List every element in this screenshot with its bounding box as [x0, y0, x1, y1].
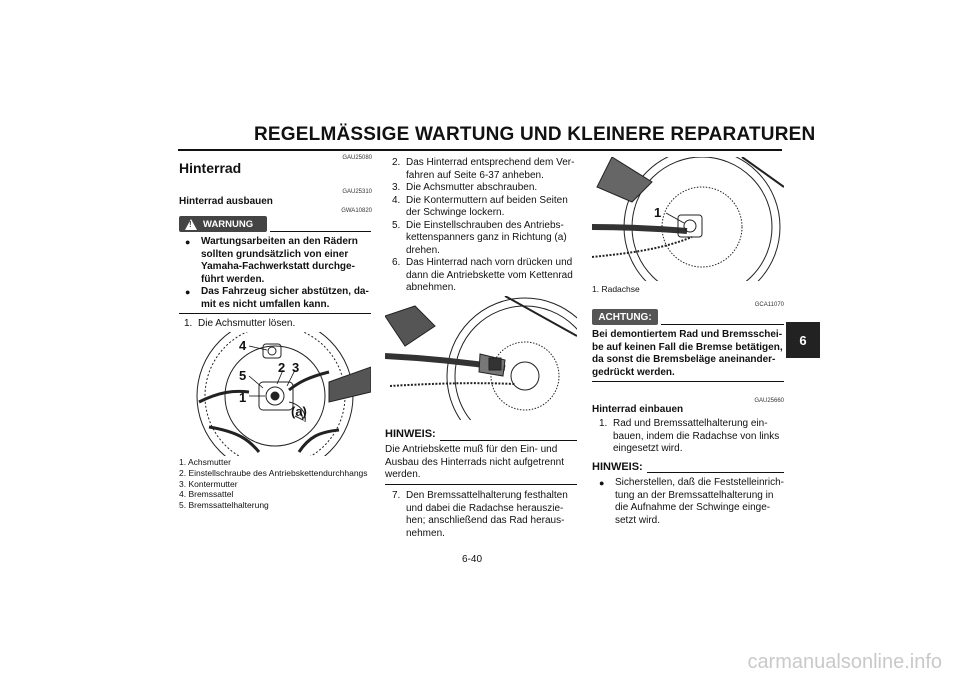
figure-axle-nut-drawing: 4 5 2 3 1 (a) [196, 332, 371, 456]
callout-1-axle: 1 [654, 205, 661, 220]
achtung-text: Bei demontiertem Rad und Bremsschei-be a… [592, 329, 783, 378]
figure-axle-nut: 4 5 2 3 1 (a) [179, 332, 371, 456]
achtung-rule-bottom [592, 381, 784, 382]
callout-4: 4 [239, 338, 247, 353]
warning-rule-bottom [179, 313, 371, 314]
section-heading: Hinterrad [179, 160, 242, 176]
warning-item: Das Fahrzeug sicher abstützen, da-mit es… [185, 286, 375, 311]
ref-code: GAU25660 [754, 398, 784, 404]
achtung-rule-top [661, 324, 784, 325]
warning-label: WARNUNG [203, 218, 254, 230]
subheading-install: Hinterrad einbauen [592, 404, 684, 415]
figure-wheel-axle: 1 [592, 157, 784, 281]
step-item: 5.Die Einstellschrauben des Antriebs-ket… [392, 219, 567, 256]
bullet-icon [185, 286, 201, 311]
warning-code: GWA10820 [341, 208, 372, 214]
warning-badge: WARNUNG [179, 216, 267, 232]
chapter-tab[interactable]: 6 [786, 322, 820, 358]
ref-code: GAU25080 [342, 155, 372, 161]
note-bullet-right: Sicherstellen, daß die Feststelleinrich-… [599, 477, 785, 527]
watermark[interactable]: carmanualsonline.info [747, 651, 942, 673]
figure-wheel-removal [385, 296, 577, 420]
step-item: 4.Die Kontermuttern auf beiden Seiten de… [392, 194, 568, 219]
callout-3: 3 [292, 360, 299, 375]
steps-list: 2.Das Hinterrad entsprechend dem Ver-fah… [392, 157, 582, 295]
note-rule-right [647, 472, 784, 473]
warning-list: Wartungsarbeiten an den Rädern sollten g… [185, 236, 375, 311]
legend-item: 2. Einstellschraube des Antriebskettendu… [179, 467, 368, 478]
figure-wheel-removal-drawing [385, 296, 577, 420]
note-rule-middle [440, 440, 577, 441]
callout-5: 5 [239, 368, 246, 383]
callout-2: 2 [278, 360, 285, 375]
warning-item: Wartungsarbeiten an den Rädern sollten g… [185, 236, 375, 286]
bullet-icon [599, 477, 615, 527]
step-item: 6.Das Hinterrad nach vorn drücken und da… [392, 257, 573, 293]
legend-item: 1. Achsmutter [179, 457, 231, 467]
warning-rule-top [270, 231, 371, 232]
achtung-badge: ACHTUNG: [592, 309, 658, 325]
page-number: 6-40 [462, 554, 483, 565]
note-text-middle: Die Antriebskette muß für den Ein- und A… [385, 444, 564, 480]
warning-triangle-icon [185, 218, 197, 230]
legend-item: 3. Kontermutter [179, 478, 238, 489]
ref-code: GAU25310 [342, 189, 372, 195]
page-header-title: REGELMÄSSIGE WARTUNG UND KLEINERE REPARA… [254, 124, 816, 145]
legend-item: 4. Bremssattel [179, 489, 234, 500]
subheading-remove: Hinterrad ausbauen [179, 196, 273, 207]
step-7: 7. Den Bremssattelhalterung festhalten u… [392, 490, 568, 539]
legend-radachse: 1. Radachse [592, 284, 640, 294]
figure-wheel-axle-drawing: 1 [592, 157, 784, 281]
install-step-1: 1. Rad und Bremssattelhalterung ein-baue… [599, 418, 780, 454]
step-item: 3.Die Achsmutter abschrauben. [392, 182, 538, 193]
legend-item: 5. Bremssattelhalterung [179, 500, 269, 511]
figure-legend: 1. Achsmutter 2. Einstellschraube des An… [179, 457, 374, 511]
achtung-code: GCA11070 [754, 302, 784, 308]
note-label-middle: HINWEIS: [385, 428, 436, 440]
note-label-right: HINWEIS: [592, 461, 643, 473]
note-rule-middle-bottom [385, 484, 577, 485]
header-rule [178, 149, 782, 151]
step-1: 1. Die Achsmutter lösen. [184, 318, 296, 329]
step-item: 2.Das Hinterrad entsprechend dem Ver-fah… [392, 157, 575, 181]
bullet-icon [185, 236, 201, 286]
callout-1: 1 [239, 390, 246, 405]
callout-a: (a) [291, 404, 307, 419]
